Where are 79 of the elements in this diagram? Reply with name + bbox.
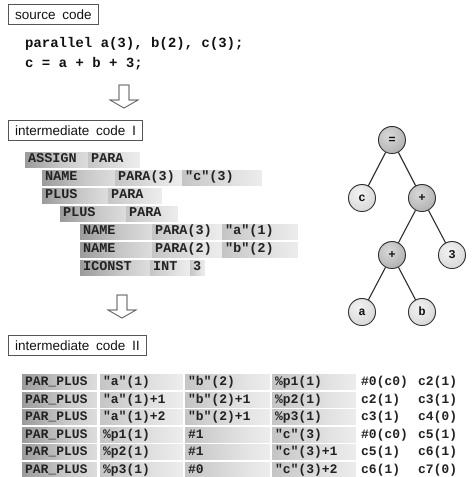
code-token: ″c″(3)+1 — [272, 444, 356, 460]
node-label: b — [418, 305, 426, 319]
node-label: 3 — [448, 248, 456, 262]
code-line: c = a + b + 3; — [25, 56, 143, 72]
code-token: ″a″(1) — [222, 224, 298, 240]
code-token: PARA(3) — [152, 224, 222, 240]
section-label: intermediate code I — [8, 120, 143, 141]
code-token: %p1(1) — [272, 374, 356, 390]
table-cell-text: c2(1) — [360, 392, 400, 408]
code-token: ″a″(1)+2 — [100, 409, 183, 425]
tree-node-circle — [348, 184, 376, 212]
code-token: PARA(2) — [152, 242, 222, 258]
code-token: NAME — [80, 242, 152, 258]
table-cell-text: c6(1) — [417, 444, 458, 460]
code-token: PAR_PLUS — [22, 392, 97, 408]
tree-node-circle — [408, 298, 436, 326]
code-token: PARA — [88, 152, 140, 168]
node-label: a — [358, 305, 366, 319]
table-cell-text: c4(0) — [417, 409, 458, 425]
node-label: = — [388, 133, 396, 147]
code-token: PLUS — [42, 188, 108, 204]
tree-edge — [368, 152, 386, 186]
code-token: ″c″(3)+2 — [272, 462, 356, 477]
code-token: ″c″(3) — [182, 170, 262, 186]
table-cell-text: c3(1) — [360, 409, 400, 425]
code-token: #1 — [185, 444, 270, 460]
table-cell-text: c5(1) — [360, 444, 400, 460]
code-token: PAR_PLUS — [22, 409, 97, 425]
code-line: parallel a(3), b(2), c(3); — [25, 36, 244, 52]
tree-node-circle — [408, 184, 436, 212]
code-token: NAME — [80, 224, 152, 240]
code-token: ″b″(2)+1 — [185, 392, 270, 408]
code-token: %p3(1) — [272, 409, 356, 425]
code-token: %p3(1) — [100, 462, 183, 477]
tree-node-circle — [438, 241, 466, 269]
code-token: NAME — [42, 170, 115, 186]
tree-node-circle — [378, 241, 406, 269]
code-token: PARA — [108, 188, 162, 204]
tree-edge — [428, 210, 446, 243]
table-cell-text: #0(c0) — [360, 426, 408, 442]
table-cell-text: c3(1) — [417, 392, 458, 408]
code-token: PARA — [126, 206, 178, 222]
code-token: PAR_PLUS — [22, 426, 97, 442]
code-token: %p2(1) — [100, 444, 183, 460]
table-cell-text: c7(0) — [417, 462, 458, 477]
code-token: #0 — [185, 462, 270, 477]
node-label: + — [418, 191, 426, 205]
section-label: intermediate code II — [8, 335, 147, 356]
tree-edge — [368, 267, 386, 300]
code-token: PAR_PLUS — [22, 374, 97, 390]
code-token: PAR_PLUS — [22, 462, 97, 477]
code-token: ″a″(1)+1 — [100, 392, 183, 408]
code-token: ASSIGN — [25, 152, 88, 168]
node-label: + — [388, 248, 396, 262]
tree-node-circle — [348, 298, 376, 326]
code-token: %p1(1) — [100, 426, 183, 442]
code-token: INT — [150, 260, 190, 276]
code-token: PLUS — [60, 206, 126, 222]
code-token: ″b″(2) — [185, 374, 270, 390]
code-token: ″b″(2) — [222, 242, 298, 258]
code-token: ″a″(1) — [100, 374, 183, 390]
node-label: c — [358, 191, 366, 205]
code-token: PAR_PLUS — [22, 444, 97, 460]
code-token: ″c″(3) — [272, 426, 356, 442]
table-cell-text: c6(1) — [360, 462, 400, 477]
tree-edge — [398, 267, 416, 300]
tree-edge — [398, 152, 416, 186]
tree-node-circle — [378, 126, 406, 154]
code-token: %p2(1) — [272, 392, 356, 408]
code-token: ″b″(2)+1 — [185, 409, 270, 425]
section-label: source code — [8, 4, 99, 25]
code-token: PARA(3) — [115, 170, 182, 186]
tree-edge — [398, 210, 416, 243]
code-token: ICONST — [80, 260, 150, 276]
code-token: 3 — [190, 260, 205, 276]
table-cell-text: c2(1) — [417, 374, 458, 390]
code-token: #1 — [185, 426, 270, 442]
table-cell-text: c5(1) — [417, 426, 458, 442]
table-cell-text: #0(c0) — [360, 374, 408, 390]
